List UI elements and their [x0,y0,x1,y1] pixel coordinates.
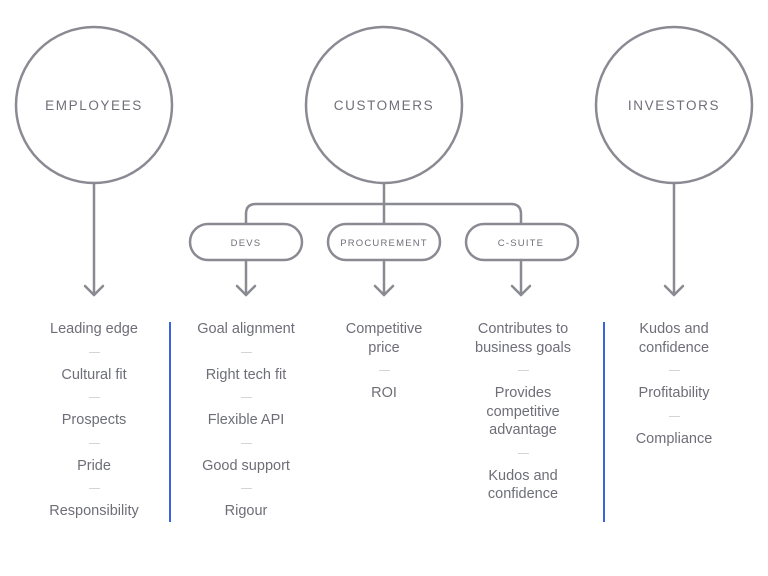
csuite-label: C-SUITE [498,238,544,249]
devs-label: DEVS [231,238,262,249]
list-item: Provides competitive advantage [486,385,560,438]
employees-arrowhead [83,284,105,297]
procurement-label: PROCUREMENT [340,238,428,249]
list-item: Prospects [61,412,127,428]
list-item: Rigour [224,503,268,519]
list-separator [668,370,680,371]
devs-arrowhead [235,284,257,297]
csuite-arrowhead [510,284,532,297]
list-separator [88,442,100,444]
list-separator [517,452,529,454]
list-item: Competitive price [345,321,423,356]
list-separator [88,488,100,489]
list-item: Good support [202,457,290,474]
column-divider-left [169,322,171,522]
list-item: ROI [371,385,397,401]
list-item: Responsibility [49,503,139,519]
list-separator [668,415,680,417]
list-separator [88,397,100,398]
customers-label: CUSTOMERS [334,98,434,113]
list-item: Cultural fit [61,366,127,383]
list-separator [240,351,252,353]
investors-label: INVESTORS [628,98,720,113]
list-separator [88,351,100,353]
list-item: Kudos and confidence [487,467,559,503]
list-separator [240,397,252,398]
column-divider-right [603,322,605,522]
list-item: Flexible API [207,412,285,428]
list-separator [517,370,529,371]
list-separator [240,442,252,444]
list-item: Goal alignment [197,321,295,337]
list-item: Contributes to business goals [475,321,571,356]
list-item: Compliance [635,430,713,447]
employees-label: EMPLOYEES [45,98,143,113]
list-item: Leading edge [50,321,138,337]
list-separator [240,488,252,489]
list-item: Right tech fit [205,366,287,383]
procurement-arrowhead [373,284,395,297]
customers-branch [244,202,523,224]
list-item: Pride [77,457,111,474]
list-item: Kudos and confidence [638,321,710,356]
investors-arrowhead [663,284,685,297]
list-separator [378,370,390,371]
list-item: Profitability [638,385,710,401]
